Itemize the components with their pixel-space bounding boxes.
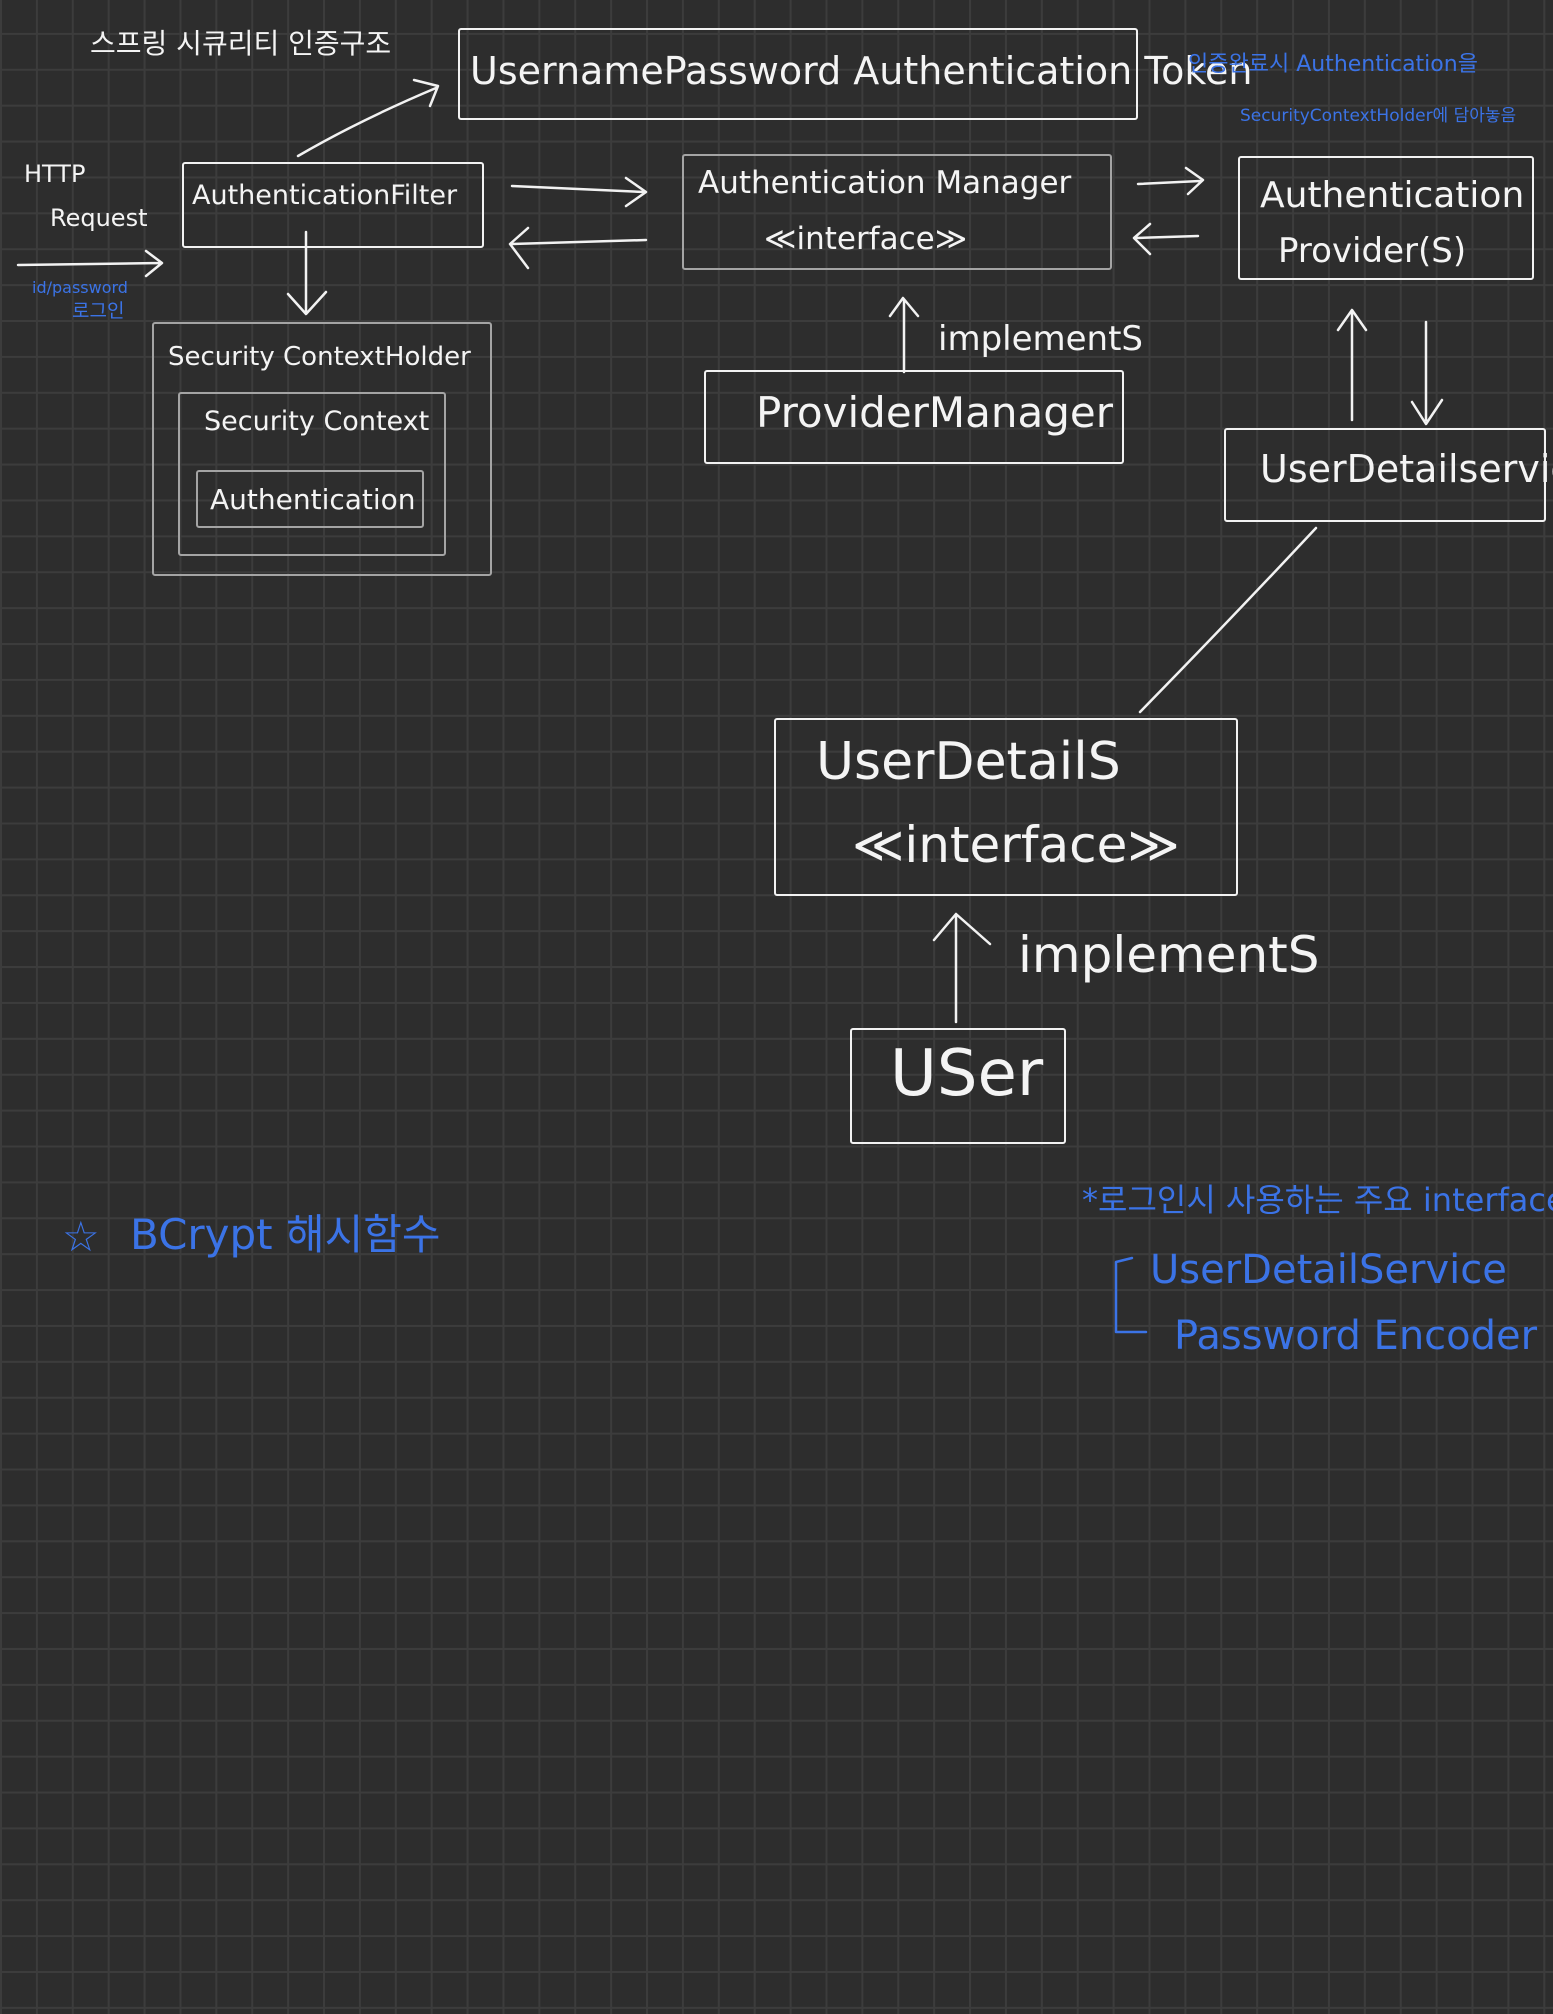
authentication-filter-box xyxy=(182,162,484,248)
providermanager-implements-label: implementS xyxy=(938,319,1144,359)
authentication-manager-label: Authentication Manager xyxy=(698,165,1072,201)
providermanager-box xyxy=(704,370,1124,464)
authentication-manager-box xyxy=(682,154,1112,270)
interfaces-note-title: *로그인시 사용하는 주요 interface xyxy=(1082,1181,1553,1219)
completion-note-line1: 인증완료시 Authentication을 xyxy=(1188,52,1478,77)
authentication-inner-label: Authentication xyxy=(210,483,416,516)
arrow-request-to-filter xyxy=(16,249,164,278)
arrow-manager-to-filter xyxy=(508,226,648,270)
arrow-filter-to-contextholder xyxy=(286,230,328,316)
token-box xyxy=(458,28,1138,120)
arrow-filter-to-token xyxy=(296,78,440,158)
authentication-manager-stereotype: ≪interface≫ xyxy=(764,221,968,257)
user-box xyxy=(850,1028,1066,1144)
bracket-interface-list xyxy=(1114,1256,1148,1334)
userdetails-label: UserDetailS xyxy=(816,732,1121,792)
security-context-holder-label: Security ContextHolder xyxy=(168,342,471,372)
userdetailservice-label: UserDetailservice xyxy=(1260,447,1553,491)
arrow-user-implements xyxy=(932,912,992,1024)
userdetails-stereotype: ≪interface≫ xyxy=(852,816,1180,874)
request-label: Request xyxy=(50,204,148,232)
star-icon: ☆ xyxy=(62,1212,100,1261)
authentication-provider-box xyxy=(1238,156,1534,280)
page-title: 스프링 시큐리티 인증구조 xyxy=(90,27,392,60)
id-password-note: id/password xyxy=(32,278,128,297)
interface-item-password-encoder: Password Encoder xyxy=(1174,1313,1538,1359)
authentication-filter-label: AuthenticationFilter xyxy=(192,180,458,211)
arrow-providermanager-implements xyxy=(888,296,920,374)
user-label: USer xyxy=(890,1037,1044,1111)
security-context-box xyxy=(178,392,446,556)
arrow-filter-to-manager xyxy=(510,176,648,208)
security-context-label: Security Context xyxy=(204,406,430,437)
userdetailservice-box xyxy=(1224,428,1546,522)
security-context-holder-box xyxy=(152,322,492,576)
arrow-provider-to-manager xyxy=(1132,222,1200,256)
http-label: HTTP xyxy=(24,160,86,188)
login-note: 로그인 xyxy=(72,300,125,322)
line-uds-to-userdetails xyxy=(1138,526,1318,714)
user-implements-label: implementS xyxy=(1018,926,1320,984)
bcrypt-note: BCrypt 해시함수 xyxy=(130,1210,441,1259)
interface-item-userdetailservice: UserDetailService xyxy=(1150,1247,1507,1293)
completion-note-line2: SecurityContextHolder에 담아놓음 xyxy=(1240,106,1517,126)
userdetails-box xyxy=(774,718,1238,896)
arrow-uds-to-provider xyxy=(1336,308,1368,422)
providermanager-label: ProviderManager xyxy=(756,388,1114,437)
arrow-provider-to-uds xyxy=(1410,320,1444,426)
authentication-provider-label: Authentication xyxy=(1260,175,1525,216)
token-label: UsernamePassword Authentication Token xyxy=(470,49,1253,93)
authentication-provider-plural: Provider(S) xyxy=(1278,231,1467,271)
arrow-manager-to-provider xyxy=(1136,166,1205,196)
authentication-inner-box xyxy=(196,470,424,528)
